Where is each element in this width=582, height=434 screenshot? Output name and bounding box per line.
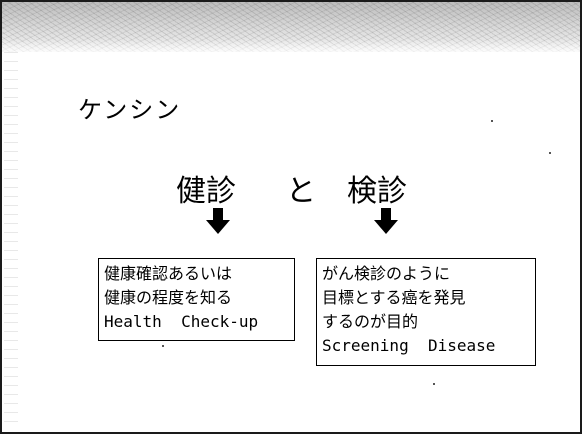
box-line: 目標とする癌を発見 [322, 288, 466, 307]
health-checkup-box: 健康確認あるいは 健康の程度を知る Health Check-up [98, 258, 295, 341]
scan-speck [433, 383, 435, 385]
scan-speck [549, 152, 551, 154]
screening-box: がん検診のように 目標とする癌を発見 するのが目的 Screening Dise… [316, 258, 536, 366]
heading-connector: と [286, 174, 316, 209]
box-line: がん検診のように [322, 264, 451, 283]
box-line: Screening Disease [322, 336, 496, 355]
heading-health-checkup: 健診 [176, 174, 236, 209]
arrow-down-icon [374, 208, 398, 234]
box-line: Health Check-up [104, 312, 259, 331]
scan-speck [162, 345, 164, 347]
box-line: するのが目的 [322, 312, 419, 331]
banner-fade [2, 40, 580, 58]
box-line: 健康の程度を知る [104, 288, 233, 307]
scan-speck [491, 120, 493, 122]
heading-screening: 検診 [347, 174, 407, 209]
box-line: 健康確認あるいは [104, 264, 233, 283]
slide-title: ケンシン [78, 96, 182, 124]
left-dither-texture [4, 52, 18, 422]
arrow-down-icon [206, 208, 230, 234]
